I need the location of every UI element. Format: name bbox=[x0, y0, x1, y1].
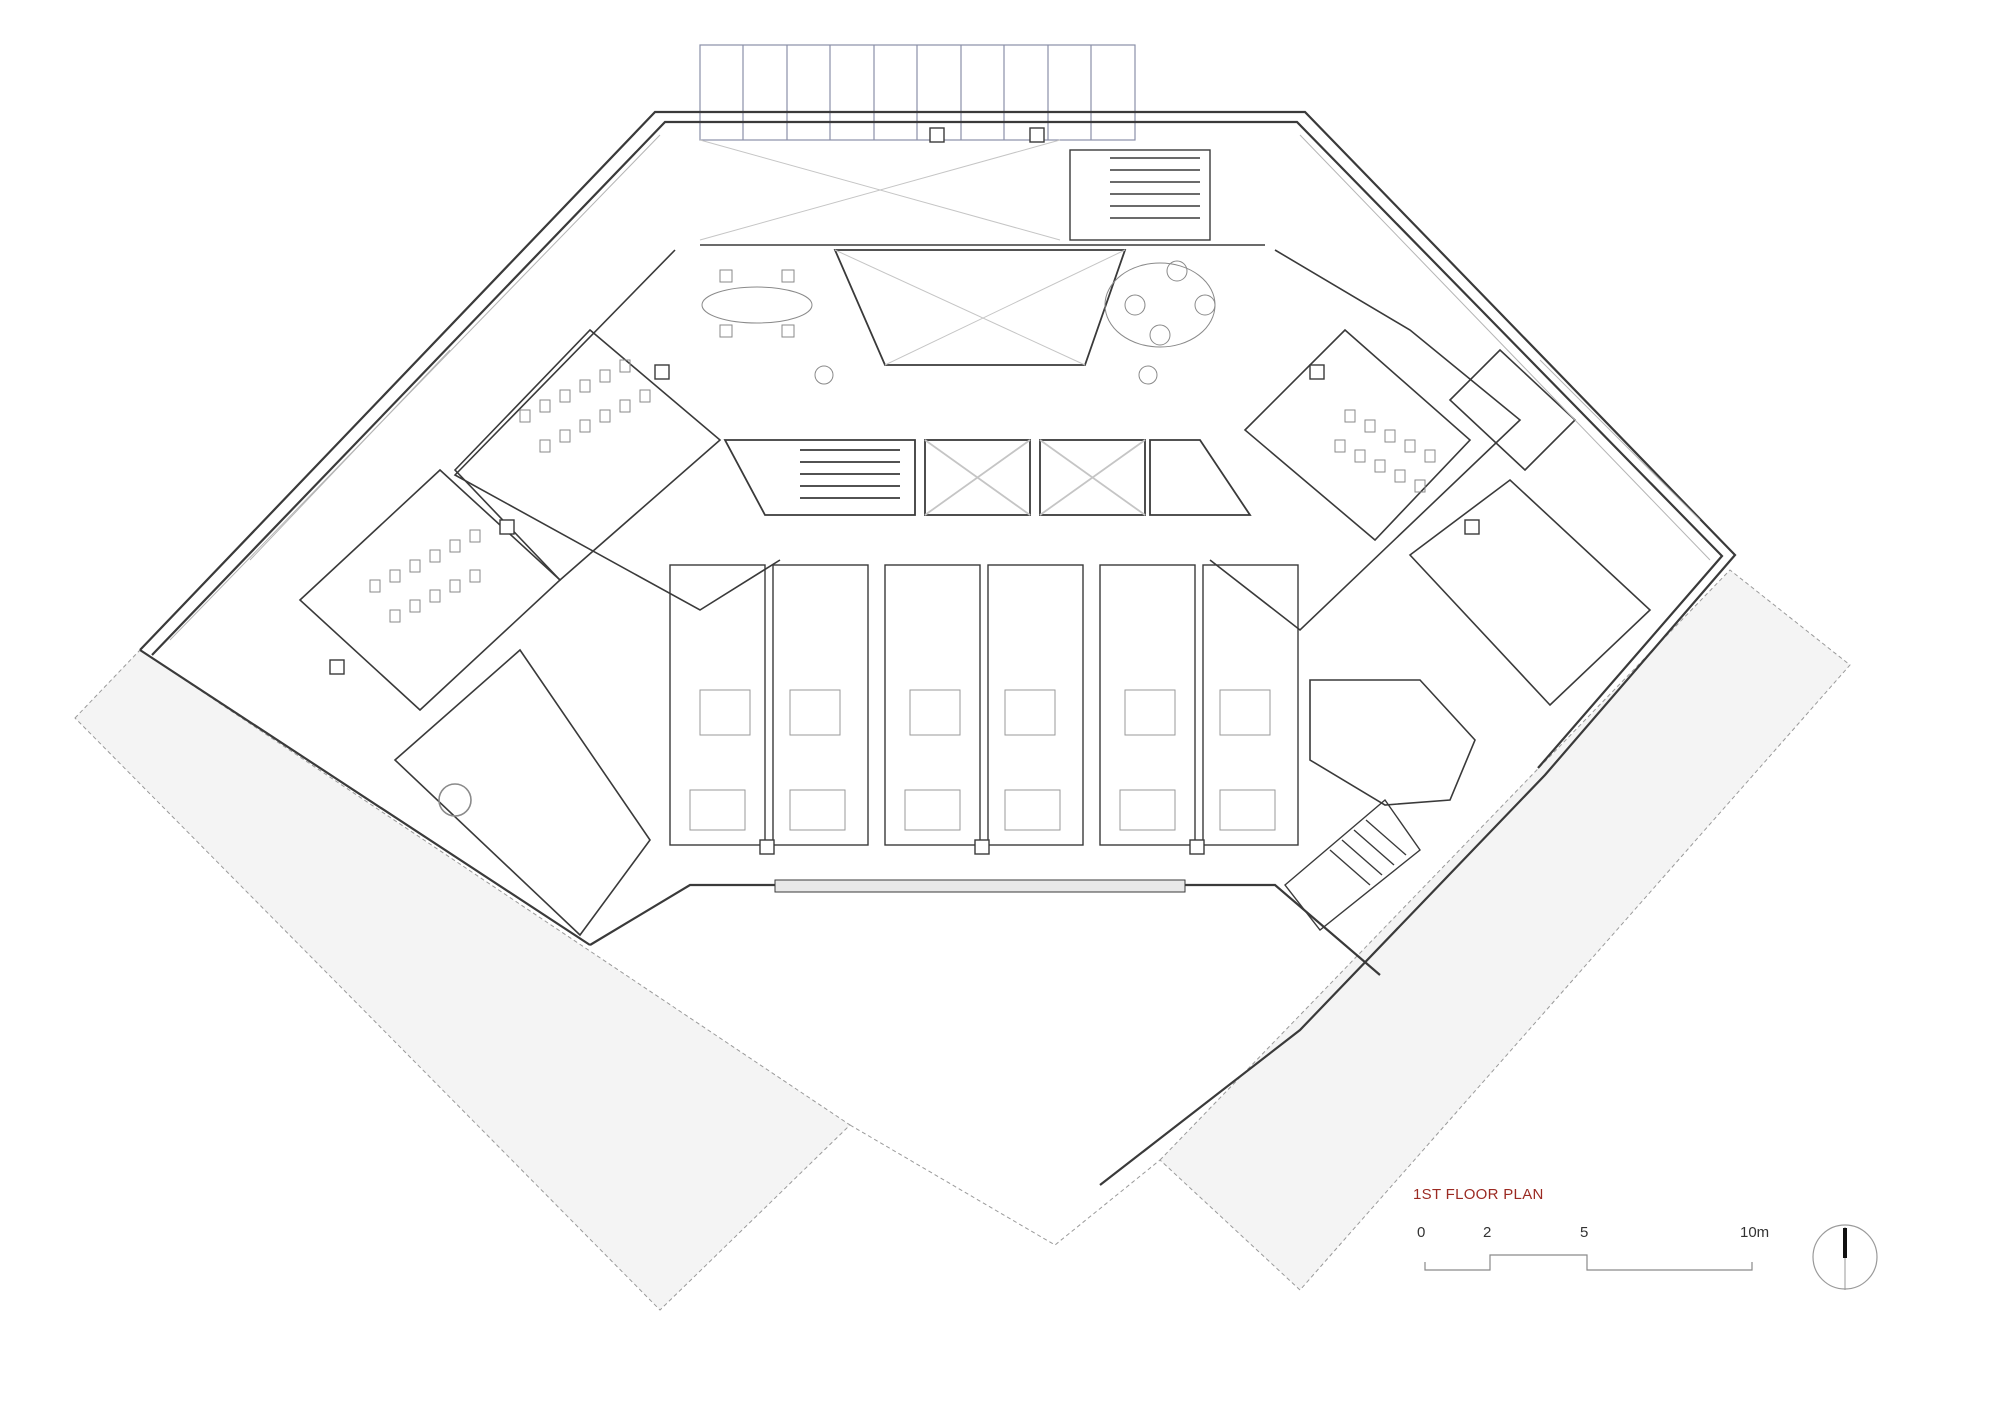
balcony-strip bbox=[774, 879, 1186, 893]
lounge-furniture-left bbox=[701, 269, 834, 385]
meeting-room-left-lower bbox=[298, 468, 562, 712]
inner-corridor bbox=[453, 244, 1522, 632]
scale-label-5: 5 bbox=[1580, 1224, 1589, 1241]
stair-top-right bbox=[1069, 149, 1211, 241]
glazing-lines bbox=[169, 134, 1711, 641]
scale-label-0: 0 bbox=[1417, 1224, 1426, 1241]
meeting-room-right-upper bbox=[1243, 328, 1472, 542]
top-canopy bbox=[699, 44, 1136, 141]
meeting-room-left-upper bbox=[453, 328, 722, 582]
core-right bbox=[1149, 439, 1252, 516]
atrium-void bbox=[833, 249, 1127, 366]
atrium-cross bbox=[699, 139, 1126, 366]
lounge-furniture-right bbox=[1104, 260, 1216, 385]
guest-room-furniture bbox=[689, 689, 1276, 831]
core-left-stair bbox=[723, 439, 916, 516]
suite-lower-left bbox=[393, 648, 651, 937]
structural-columns bbox=[329, 127, 1480, 855]
site-area-left bbox=[74, 649, 851, 1311]
stair-bottom-right bbox=[1284, 798, 1421, 931]
conference-tables-left bbox=[369, 359, 651, 623]
core-lifts bbox=[924, 439, 1146, 516]
scale-label-2: 2 bbox=[1483, 1224, 1492, 1241]
conference-tables-right bbox=[1334, 409, 1436, 493]
drawing-title: 1ST FLOOR PLAN bbox=[1413, 1186, 1544, 1203]
suite-lower-right bbox=[1309, 679, 1476, 806]
north-arrow-icon bbox=[1812, 1224, 1878, 1290]
office-right bbox=[1408, 348, 1652, 707]
site-boundary-dashed bbox=[849, 1124, 1161, 1246]
scale-bar bbox=[1424, 1254, 1753, 1271]
guest-rooms bbox=[669, 564, 1299, 846]
scale-label-10m: 10m bbox=[1740, 1224, 1770, 1241]
site-area-right bbox=[1159, 569, 1851, 1291]
